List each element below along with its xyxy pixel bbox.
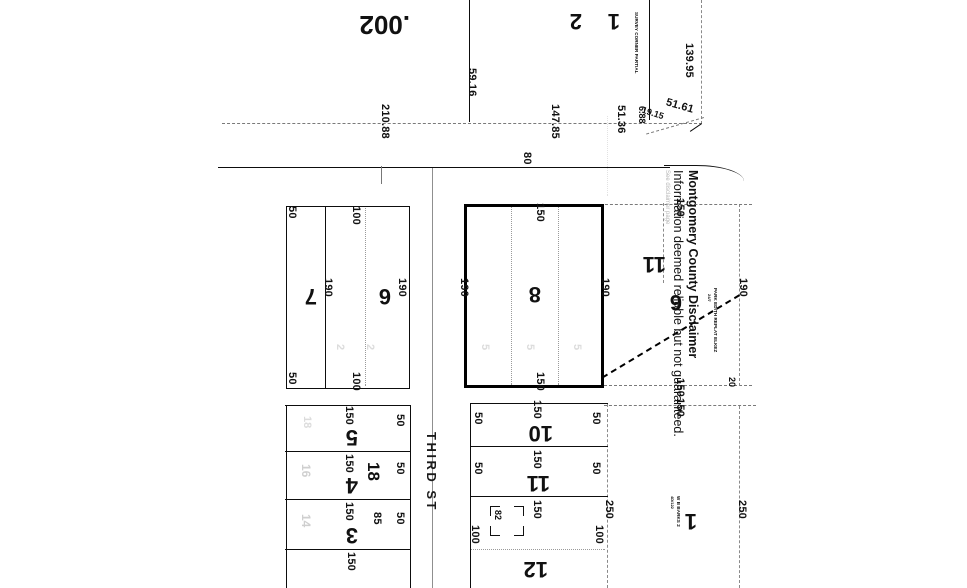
dim-139-95: 139.95	[683, 43, 695, 78]
sublot-label-82: 82	[493, 510, 503, 521]
dim-50-lot11-right: 50	[472, 462, 484, 475]
lot12-lot11-divider	[470, 496, 608, 497]
disclaimer-body: Information deemed reliable but not guar…	[671, 170, 686, 437]
lot-label-7-east: 7	[304, 284, 317, 309]
east-block-right-edge	[286, 406, 287, 588]
dim-150-east-top: 150	[345, 552, 357, 571]
bottom-survey-note: SURVEY CORNER PARTIAL	[634, 12, 639, 74]
east-faint-a: 2	[364, 344, 376, 351]
east-lower-right-edge	[286, 207, 287, 389]
dim-150-lot3: 150	[343, 502, 355, 521]
subject-faint-c: 5	[479, 344, 491, 351]
dim-100-left: 100	[593, 525, 605, 544]
east-faint-b: 2	[334, 344, 346, 351]
dim-50-lot5: 50	[394, 414, 406, 427]
lot11-lot10-divider	[470, 446, 608, 447]
east-lower-bottom-edge	[286, 206, 410, 207]
bottom-survey-left-dashed	[701, 0, 702, 124]
west-boundary-dashed	[739, 406, 740, 588]
dim-50-lot10-right: 50	[472, 412, 484, 425]
bottom-corner-bevel	[689, 123, 702, 132]
dim-150-lot4: 150	[343, 454, 355, 473]
county-disclaimer: Montgomery County Disclaimer Information…	[644, 170, 701, 470]
dim-50-east-top: 50	[286, 372, 298, 385]
east-lower-split-dotted	[365, 208, 366, 386]
road-tick	[381, 166, 382, 184]
subject-faint-a: 5	[571, 344, 583, 351]
east-divider-4-5	[285, 451, 411, 452]
right-margin	[760, 0, 967, 588]
subject-split-dotted-1	[558, 207, 559, 385]
dim-150-lot10: 150	[531, 400, 543, 419]
parcel-label-002: .002	[359, 10, 410, 40]
lot-label-8-subject: 8	[528, 282, 541, 307]
sublot-label-14: 14	[299, 514, 313, 528]
replat-note-line1: PARK EDITH REPLAT ELKEZ	[713, 288, 718, 353]
dim-51-36: 51.36	[615, 105, 627, 134]
sublot-label-18b: 18	[301, 416, 313, 429]
dim-20: 20	[727, 377, 737, 388]
sublot-label-18: 18	[364, 462, 383, 481]
dim-100-east-bottom: 100	[350, 206, 362, 225]
lot-label-12: 12	[523, 557, 548, 582]
street-label-third-st: THIRD ST	[424, 432, 439, 512]
sublot-label-85: 85	[371, 512, 383, 525]
east-lower-left-edge	[409, 207, 410, 389]
dim-190-subject-right: 190	[458, 278, 470, 297]
east-top-divider-0	[285, 549, 411, 550]
dim-210-88: 210.88	[379, 104, 391, 139]
subject-faint-b: 5	[524, 344, 536, 351]
bottom-parcel-divider-2	[469, 0, 470, 122]
disclaimer-title: Montgomery County Disclaimer	[686, 170, 700, 359]
lot-label-10: 10	[528, 421, 553, 446]
disclaimer-faint: See disclaimer page	[664, 170, 671, 225]
lot-label-11-top: 11	[526, 471, 550, 496]
third-st-centerline	[432, 168, 433, 588]
dim-190-subject-left: 190	[599, 278, 611, 297]
east-block-left-edge	[410, 406, 411, 588]
front-road-line	[218, 167, 670, 168]
sublot-label-16: 16	[299, 464, 313, 478]
east-lower-top-edge	[286, 388, 410, 389]
lot-label-5: 5	[345, 425, 358, 450]
scan-artifact-line	[607, 116, 608, 196]
dim-150-subject-bottom: 150	[534, 203, 546, 222]
dim-150-subject-top: 150	[534, 372, 546, 391]
lot-label-4: 4	[345, 473, 358, 498]
dim-50-lot11-left: 50	[590, 462, 602, 475]
dim-80-road-width: 80	[521, 152, 533, 165]
lot12-top-dotted	[471, 549, 605, 550]
dim-59-16: 59.16	[466, 68, 478, 97]
dim-51-61: 51.61	[664, 96, 696, 116]
replat-note-line2: 24/7	[707, 294, 712, 302]
dim-250-outer: 250	[736, 500, 748, 519]
dim-100-east-top: 100	[350, 372, 362, 391]
bottom-survey-dashed-line	[222, 123, 702, 124]
left-margin	[0, 0, 218, 588]
east-divider-3-4	[285, 499, 411, 500]
lot-label-3: 3	[345, 523, 358, 548]
lot-label-6-east: 6	[378, 284, 391, 309]
dim-150-lot12: 150	[531, 500, 543, 519]
dim-190-lot6-east: 190	[396, 278, 408, 297]
dim-6-88: 6.88	[637, 106, 647, 124]
dim-190-lot7-east: 190	[322, 278, 334, 297]
owner-note-line2: 4D/122	[670, 496, 675, 509]
subject-split-dotted-2	[511, 207, 512, 385]
owner-note-line1: W B BARKS 2	[676, 496, 681, 527]
bottom-parcel-divider-1	[649, 0, 650, 120]
dim-250-inner: 250	[603, 500, 615, 519]
lot-label-1-west: 1	[684, 509, 697, 534]
dim-150-lot11: 150	[531, 450, 543, 469]
dim-50-east-bottom: 50	[286, 206, 298, 219]
east-lower-6-7-divider	[325, 207, 326, 389]
dim-150-lot5: 150	[343, 406, 355, 425]
dim-50-lot3: 50	[394, 512, 406, 525]
dim-50-lot10-left: 50	[590, 412, 602, 425]
dim-50-lot4: 50	[394, 462, 406, 475]
lot-label-bottom-2: 2	[569, 9, 582, 34]
dim-147-85: 147.85	[549, 104, 561, 139]
lot-label-bottom-1: 1	[607, 9, 620, 34]
dim-100-right: 100	[469, 525, 481, 544]
